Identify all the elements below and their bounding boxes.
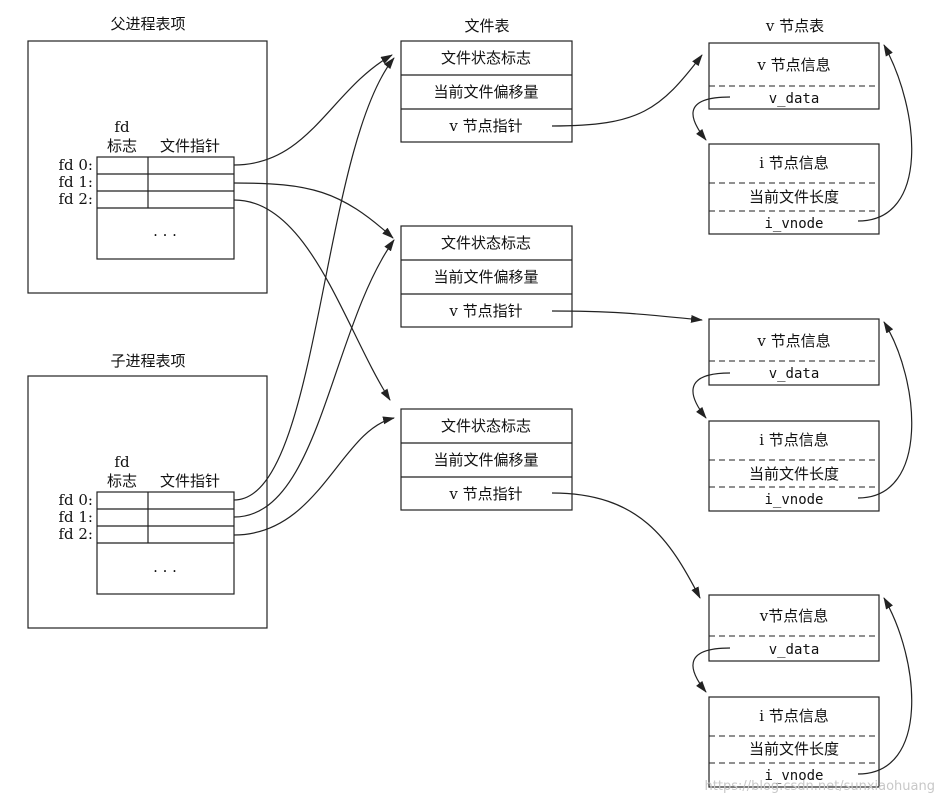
arrow-parent-fd2: [233, 199, 391, 401]
child-row-fd2: fd 2:: [58, 525, 93, 543]
child-process-title: 子进程表项: [110, 352, 185, 370]
i-vnode-1: i_vnode: [764, 216, 823, 232]
file-status-flags-3: 文件状态标志: [441, 417, 531, 435]
inode-info-1: i 节点信息: [759, 154, 829, 172]
v-data-3: v_data: [769, 642, 820, 658]
parent-flag-header: 标志: [107, 137, 137, 155]
file-offset-3: 当前文件偏移量: [433, 451, 538, 469]
arrow-child-fd1: [233, 239, 395, 518]
vnode-entry-2: v 节点信息 v_data i 节点信息 当前文件长度 i_vnode: [708, 318, 880, 512]
parent-ptr-header: 文件指针: [160, 137, 220, 155]
child-process-table: 子进程表项 fd 标志 文件指针 fd 0: fd 1: fd 2: · · ·: [27, 352, 268, 629]
file-offset-1: 当前文件偏移量: [433, 83, 538, 101]
arrow-vdata-2: [692, 372, 731, 419]
arrow-ivnode-2: [857, 321, 913, 499]
vnode-pointer-1: v 节点指针: [448, 117, 522, 135]
arrow-ivnode-1: [857, 44, 913, 222]
i-vnode-3: i_vnode: [764, 768, 823, 784]
child-ellipsis: · · ·: [153, 562, 177, 580]
child-flag-header: 标志: [107, 472, 137, 490]
vnode-entry-1: v 节点信息 v_data i 节点信息 当前文件长度 i_vnode: [708, 42, 880, 235]
parent-ellipsis: · · ·: [153, 226, 177, 244]
parent-row-fd2: fd 2:: [58, 190, 93, 208]
vnode-pointer-3: v 节点指针: [448, 485, 522, 503]
arrow-vptr-2: [551, 310, 703, 323]
arrow-parent-fd1: [233, 182, 394, 239]
fd-to-file-arrows: [233, 54, 395, 536]
file-length-1: 当前文件长度: [749, 188, 839, 206]
parent-row-fd1: fd 1:: [58, 173, 93, 191]
arrow-child-fd2: [233, 416, 395, 536]
internal-vnode-arrows: [692, 44, 913, 775]
inode-info-2: i 节点信息: [759, 431, 829, 449]
file-length-2: 当前文件长度: [749, 465, 839, 483]
file-length-3: 当前文件长度: [749, 740, 839, 758]
file-status-flags-1: 文件状态标志: [441, 49, 531, 67]
inode-info-3: i 节点信息: [759, 707, 829, 725]
vnode-table-title: v 节点表: [765, 17, 824, 35]
child-row-fd1: fd 1:: [58, 508, 93, 526]
parent-process-table: 父进程表项 fd 标志 文件指针 fd 0: fd 1: fd 2: · · ·: [27, 15, 268, 294]
arrow-parent-fd0: [233, 54, 393, 166]
parent-process-title: 父进程表项: [110, 15, 185, 33]
vnode-entry-3: v节点信息 v_data i 节点信息 当前文件长度 i_vnode: [708, 594, 880, 788]
file-to-vnode-arrows: [551, 54, 703, 599]
i-vnode-2: i_vnode: [764, 492, 823, 508]
file-table-title: 文件表: [464, 17, 509, 35]
file-offset-2: 当前文件偏移量: [433, 268, 538, 286]
parent-row-fd0: fd 0:: [58, 156, 93, 174]
v-data-2: v_data: [769, 366, 820, 382]
file-table-entry-3: 文件状态标志 当前文件偏移量 v 节点指针: [400, 408, 573, 511]
arrow-vptr-3: [551, 492, 701, 599]
vnode-info-1: v 节点信息: [756, 56, 830, 74]
parent-fd-header-1: fd: [114, 118, 130, 136]
vnode-info-2: v 节点信息: [756, 332, 830, 350]
vnode-info-3: v节点信息: [759, 607, 828, 625]
arrow-child-fd0: [233, 57, 395, 501]
v-data-1: v_data: [769, 91, 820, 107]
child-row-fd0: fd 0:: [58, 491, 93, 509]
file-table-entry-2: 文件状态标志 当前文件偏移量 v 节点指针: [400, 225, 573, 328]
arrow-vptr-1: [551, 54, 703, 127]
arrow-vdata-1: [692, 96, 731, 141]
vnode-pointer-2: v 节点指针: [448, 302, 522, 320]
child-fd-header-1: fd: [114, 453, 130, 471]
child-ptr-header: 文件指针: [160, 472, 220, 490]
file-table-entry-1: 文件状态标志 当前文件偏移量 v 节点指针: [400, 40, 573, 143]
arrow-ivnode-3: [857, 597, 913, 775]
file-status-flags-2: 文件状态标志: [441, 234, 531, 252]
watermark-text: https://blog.csdn.net/sunxiaohuang: [705, 779, 935, 794]
arrow-vdata-3: [692, 647, 731, 693]
